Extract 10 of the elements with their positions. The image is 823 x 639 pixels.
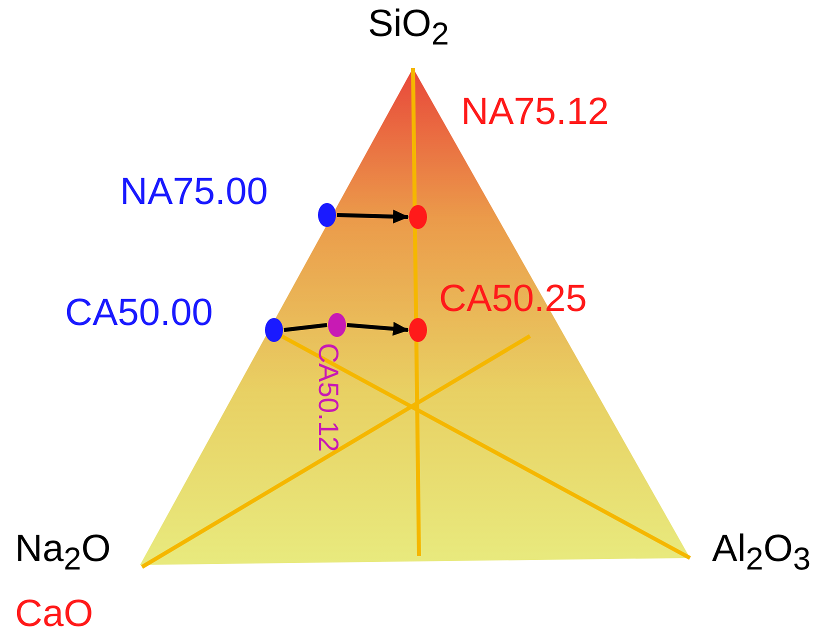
component-label: Na$_{2}$O — [15, 530, 111, 576]
arrow — [346, 322, 409, 336]
component-label: CaO — [15, 595, 94, 633]
component-label: Al$_{2}$O$_{3}$ — [712, 530, 811, 576]
point-label: NA75.00 — [120, 173, 268, 211]
component-label: SiO$_{2}$ — [368, 5, 449, 50]
point-label: CA50.00 — [65, 294, 213, 332]
arrow — [336, 210, 409, 224]
point-label: CA50.12 — [314, 343, 342, 452]
point-label: NA75.12 — [461, 93, 609, 131]
